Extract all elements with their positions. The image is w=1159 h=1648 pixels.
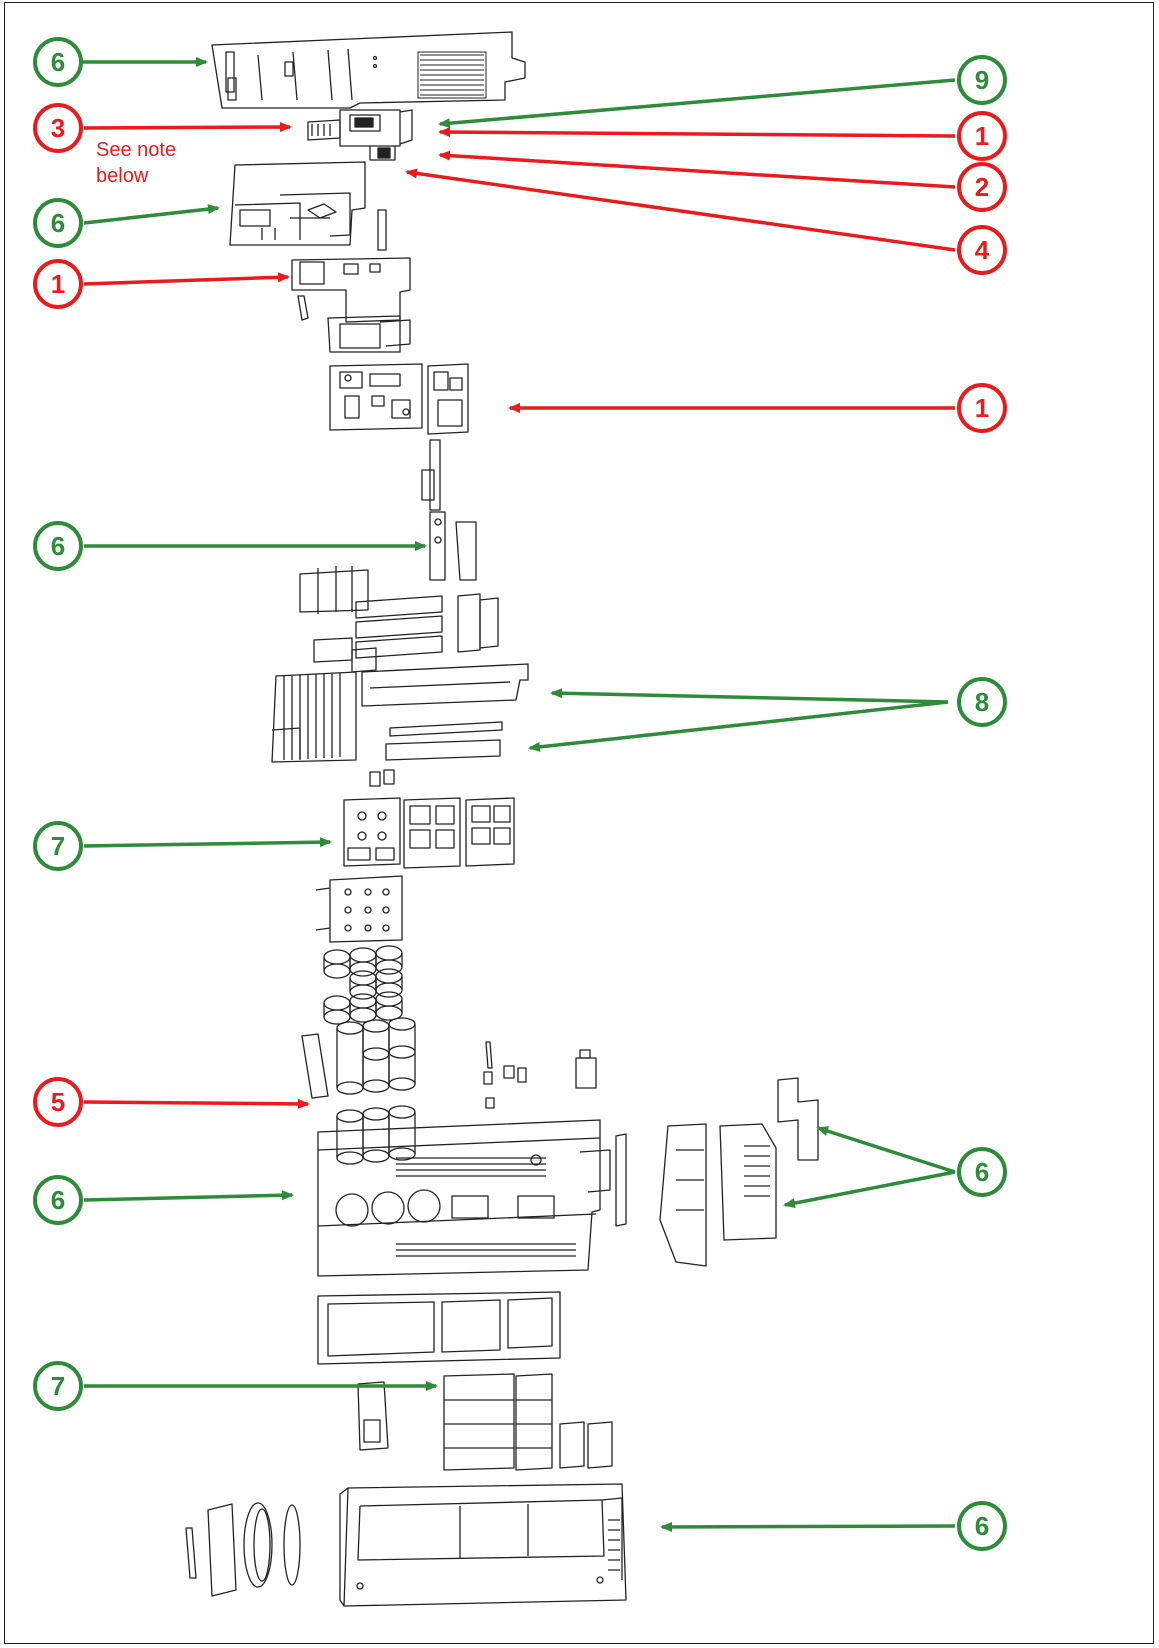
arrow-1b [83, 272, 290, 286]
arrow-2 [438, 150, 956, 189]
arrow-9 [438, 78, 956, 129]
callout-circle [957, 383, 1007, 433]
callout-circle [957, 55, 1007, 105]
arrow-3 [83, 122, 292, 133]
fan-parts [185, 1502, 301, 1597]
callout-c-6f: 6 [957, 1501, 1007, 1551]
callout-circle [957, 1501, 1007, 1551]
callout-circle [33, 1077, 83, 1127]
callout-circle [33, 198, 83, 248]
callout-number: 6 [51, 208, 65, 238]
arrow-4 [405, 168, 956, 252]
callout-c-top-cover: 6 [33, 37, 83, 87]
callout-number: 7 [51, 1371, 65, 1401]
callout-c-6d: 6 [33, 1175, 83, 1225]
callout-c-7a: 7 [33, 821, 83, 871]
callout-circle [957, 677, 1007, 727]
callout-number: 2 [975, 172, 989, 202]
arrow-8a [550, 688, 949, 704]
arrow-6d [83, 1190, 294, 1202]
arrow-6f [660, 1521, 956, 1532]
see-note-text: See note below [96, 139, 177, 187]
inductor-blocks [357, 1373, 613, 1471]
callout-number: 6 [975, 1511, 989, 1541]
igbt-module-group [343, 769, 515, 869]
callout-circle [33, 1361, 83, 1411]
small-parts [483, 1041, 597, 1109]
arrow-6e-a [816, 1126, 956, 1174]
callout-circle [957, 162, 1007, 212]
arrow-1a [438, 127, 956, 138]
callout-number: 8 [975, 687, 989, 717]
callout-number: 1 [51, 269, 65, 299]
callout-circle [33, 103, 83, 153]
callout-circle [33, 521, 83, 571]
capacitor-bank [301, 945, 416, 1165]
callout-c-9: 9 [957, 55, 1007, 105]
callout-number: 6 [51, 531, 65, 561]
callout-number: 1 [975, 121, 989, 151]
callout-number: 6 [975, 1157, 989, 1187]
arrow-6b [83, 204, 220, 225]
gasket-frame [317, 1291, 561, 1365]
side-fan-assembly [615, 1077, 819, 1267]
heatsink-plate [315, 875, 403, 943]
callout-number: 7 [51, 831, 65, 861]
callout-c-2: 2 [957, 162, 1007, 212]
top-cover-plate [211, 31, 526, 109]
callout-circle [33, 259, 83, 309]
callout-c-7b: 7 [33, 1361, 83, 1411]
callout-c-5: 5 [33, 1077, 83, 1127]
callout-circle [957, 111, 1007, 161]
callout-number: 9 [975, 65, 989, 95]
power-interface-boards [329, 363, 469, 435]
rectifier-bus-bars [299, 566, 499, 673]
callout-number: 6 [51, 47, 65, 77]
main-chassis [317, 1119, 611, 1277]
upper-housing [229, 161, 366, 246]
callout-c-6b: 6 [33, 198, 83, 248]
diagram-frame [4, 2, 1154, 1644]
callout-c-8: 8 [957, 677, 1007, 727]
power-module-row [271, 663, 529, 763]
arrow-6e-b [783, 1170, 956, 1209]
callout-circle [957, 1147, 1007, 1197]
bus-bar-parts [421, 439, 477, 581]
callout-number: 5 [51, 1087, 65, 1117]
callout-c-4: 4 [957, 225, 1007, 275]
callout-c-1c: 1 [957, 383, 1007, 433]
arrow-8b [528, 700, 949, 752]
callout-c-6e: 6 [957, 1147, 1007, 1197]
arrow-7a [83, 837, 332, 848]
callout-number: 4 [975, 235, 990, 265]
callout-number: 1 [975, 393, 989, 423]
control-board-assembly [291, 209, 411, 353]
callout-circle [33, 821, 83, 871]
arrow-5 [83, 1098, 310, 1109]
callout-c-1b: 1 [33, 259, 83, 309]
callout-circle [33, 1175, 83, 1225]
control-module [307, 109, 413, 161]
callout-c-6c: 6 [33, 521, 83, 571]
callout-number: 6 [51, 1185, 65, 1215]
base-enclosure [339, 1483, 627, 1607]
callout-c-3: 3 [33, 103, 83, 153]
callout-number: 3 [51, 113, 65, 143]
callout-circle [33, 37, 83, 87]
callout-c-1a: 1 [957, 111, 1007, 161]
callout-circle [957, 225, 1007, 275]
